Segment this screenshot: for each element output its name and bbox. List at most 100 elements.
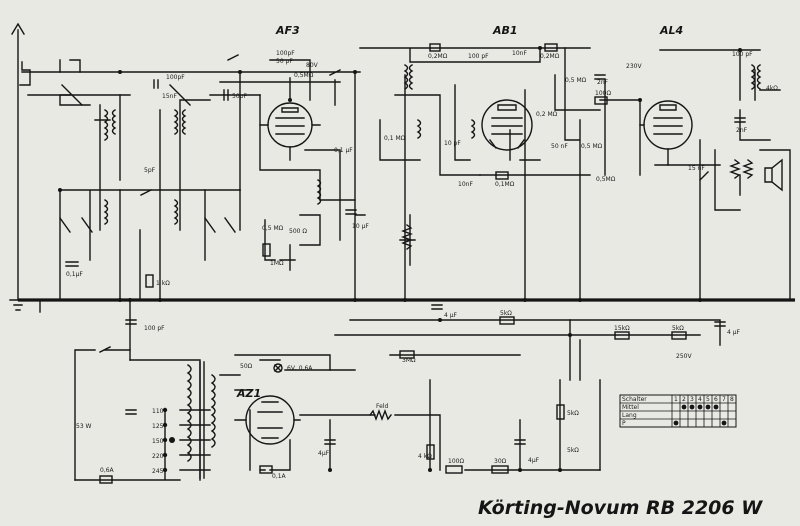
resistor-symbol: [495, 171, 509, 180]
coil-symbol: [173, 109, 179, 135]
label-r-4k: 4kΩ: [766, 85, 778, 92]
coil-symbol: [408, 64, 414, 90]
label-v-230: 230V: [626, 63, 642, 70]
label-r-50: 50Ω: [240, 363, 253, 370]
label-r-02m-3: 0,2 MΩ: [536, 111, 558, 118]
label-r-100-2: 100Ω: [448, 458, 464, 465]
coil-symbol: [470, 119, 476, 139]
capacitor-symbol: [65, 261, 79, 267]
coil-symbol: [173, 199, 179, 225]
coil-symbol: [756, 64, 762, 90]
label-c-4uf-3: 4μF: [318, 450, 330, 457]
label-t-220: 220: [152, 453, 164, 460]
label-r-30: 30Ω: [494, 458, 507, 465]
resistor-symbol: [426, 444, 435, 460]
label-t-150: 150: [152, 438, 164, 445]
resistor-symbol: [556, 404, 565, 420]
label-c-100pf-3: 100 pF: [468, 53, 489, 60]
variable-capacitor-symbol: [59, 84, 83, 106]
label-c-100pf-1: 100pF: [166, 74, 185, 81]
switch-table-column: 2: [682, 396, 686, 403]
label-c-100pf-2: 100pF: [276, 50, 295, 57]
label-c-10nf-1: 10nF: [512, 50, 527, 57]
label-r-4k-2: 4 kΩ: [418, 453, 432, 460]
component-labels: 100pF 50pF 15nF 5pF 0,1μF 1 kΩ 100pF 50 …: [66, 50, 778, 480]
resistor-symbol: [399, 350, 415, 359]
label-r-02m-2: 0,2MΩ: [540, 53, 560, 60]
label-r-05m-2: 0,5 MΩ: [262, 225, 284, 232]
resistor-symbol: [401, 224, 413, 250]
label-r-05m-3: 0,5 MΩ: [581, 143, 603, 150]
label-r-5k-4: 5kΩ: [567, 447, 579, 454]
tube-al4-symbol: [639, 100, 693, 166]
switch-table-header: Schalter: [622, 396, 647, 403]
switch-table-column: 3: [690, 396, 694, 403]
resistor-symbol: [262, 243, 271, 257]
resistor-symbol: [99, 475, 113, 484]
label-r-5k-2: 5kΩ: [672, 325, 684, 332]
label-r-05m-4: 0,5MΩ: [596, 176, 616, 183]
label-r-500: 500 Ω: [289, 228, 307, 235]
resistor-symbol: [429, 43, 441, 52]
resistor-symbol: [614, 331, 630, 340]
switch-table-row-label: P: [622, 420, 626, 427]
label-f-01: 0,1A: [272, 473, 287, 480]
tube-ab1-symbol: [481, 99, 533, 151]
capacitor-symbol: [714, 321, 726, 327]
resistor-symbol: [445, 465, 463, 474]
label-pw: 53 W: [76, 423, 92, 430]
tube-az1-symbol: [234, 395, 301, 445]
resistor-symbol: [544, 43, 558, 52]
switch-table-mark: [673, 420, 679, 426]
field-coil-symbol: [369, 409, 392, 421]
switch-table-mark: [697, 404, 703, 410]
label-r-02m-1: 0,2MΩ: [428, 53, 448, 60]
resistor-symbol: [145, 274, 154, 288]
tube-label-ab1: AB1: [492, 24, 518, 37]
label-c-50pf-2: 50 pF: [276, 58, 293, 65]
label-r-01m: 0,1MΩ: [495, 181, 515, 188]
label-c-01uf-2: 0,1 μF: [334, 147, 353, 154]
coil-symbol: [403, 64, 409, 90]
coil-symbol: [103, 199, 109, 225]
coil-symbol: [742, 159, 754, 179]
label-c-100pf-5: 100 pF: [144, 325, 165, 332]
switch-table-mark: [721, 420, 727, 426]
label-c-100pf-4: 100 pF: [732, 51, 753, 58]
label-c-4uf-1: 4 μF: [444, 312, 458, 319]
pilot-lamp-symbol: [273, 363, 283, 373]
variable-capacitor-symbol: [169, 84, 191, 106]
capacitor-symbol: [223, 89, 229, 101]
label-c-10nf-2: 10nF: [458, 181, 473, 188]
label-c-50pf-1: 50pF: [232, 93, 247, 100]
coil-symbol: [316, 179, 322, 205]
label-c-4uf-4: 4μF: [528, 457, 540, 464]
label-r-100: 100Ω: [595, 90, 611, 97]
switch-table-mark: [681, 404, 687, 410]
coil-symbol: [750, 64, 756, 90]
switch-table-column: 6: [714, 396, 718, 403]
label-c-4uf-2: 4 μF: [727, 329, 741, 336]
mains-transformer-symbol: [186, 364, 192, 462]
label-c-15nf-1: 15nF: [162, 93, 177, 100]
capacitor-symbol: [514, 439, 526, 445]
switch-table-mark: [713, 404, 719, 410]
switch-symbol: [99, 54, 709, 353]
tube-af3-symbol: [259, 102, 321, 161]
capacitor-symbol: [153, 79, 159, 89]
label-r-05m-5: 0,5 MΩ: [565, 77, 587, 84]
label-c-50nf: 50 nF: [551, 143, 568, 150]
label-f-06: 0,6A: [100, 467, 115, 474]
label-r-1m-2: 0,1 MΩ: [384, 135, 406, 142]
label-c-01uf-1: 0,1μF: [66, 271, 83, 278]
switch-table-column: 8: [730, 396, 734, 403]
coil-symbol: [416, 119, 422, 139]
label-r-15k: 15kΩ: [614, 325, 630, 332]
speaker-symbol: [764, 158, 783, 192]
label-feld: Feld: [376, 403, 388, 410]
label-t-245: 245: [152, 468, 164, 475]
coil-symbol: [729, 159, 741, 179]
label-t-110: 110: [152, 408, 164, 415]
